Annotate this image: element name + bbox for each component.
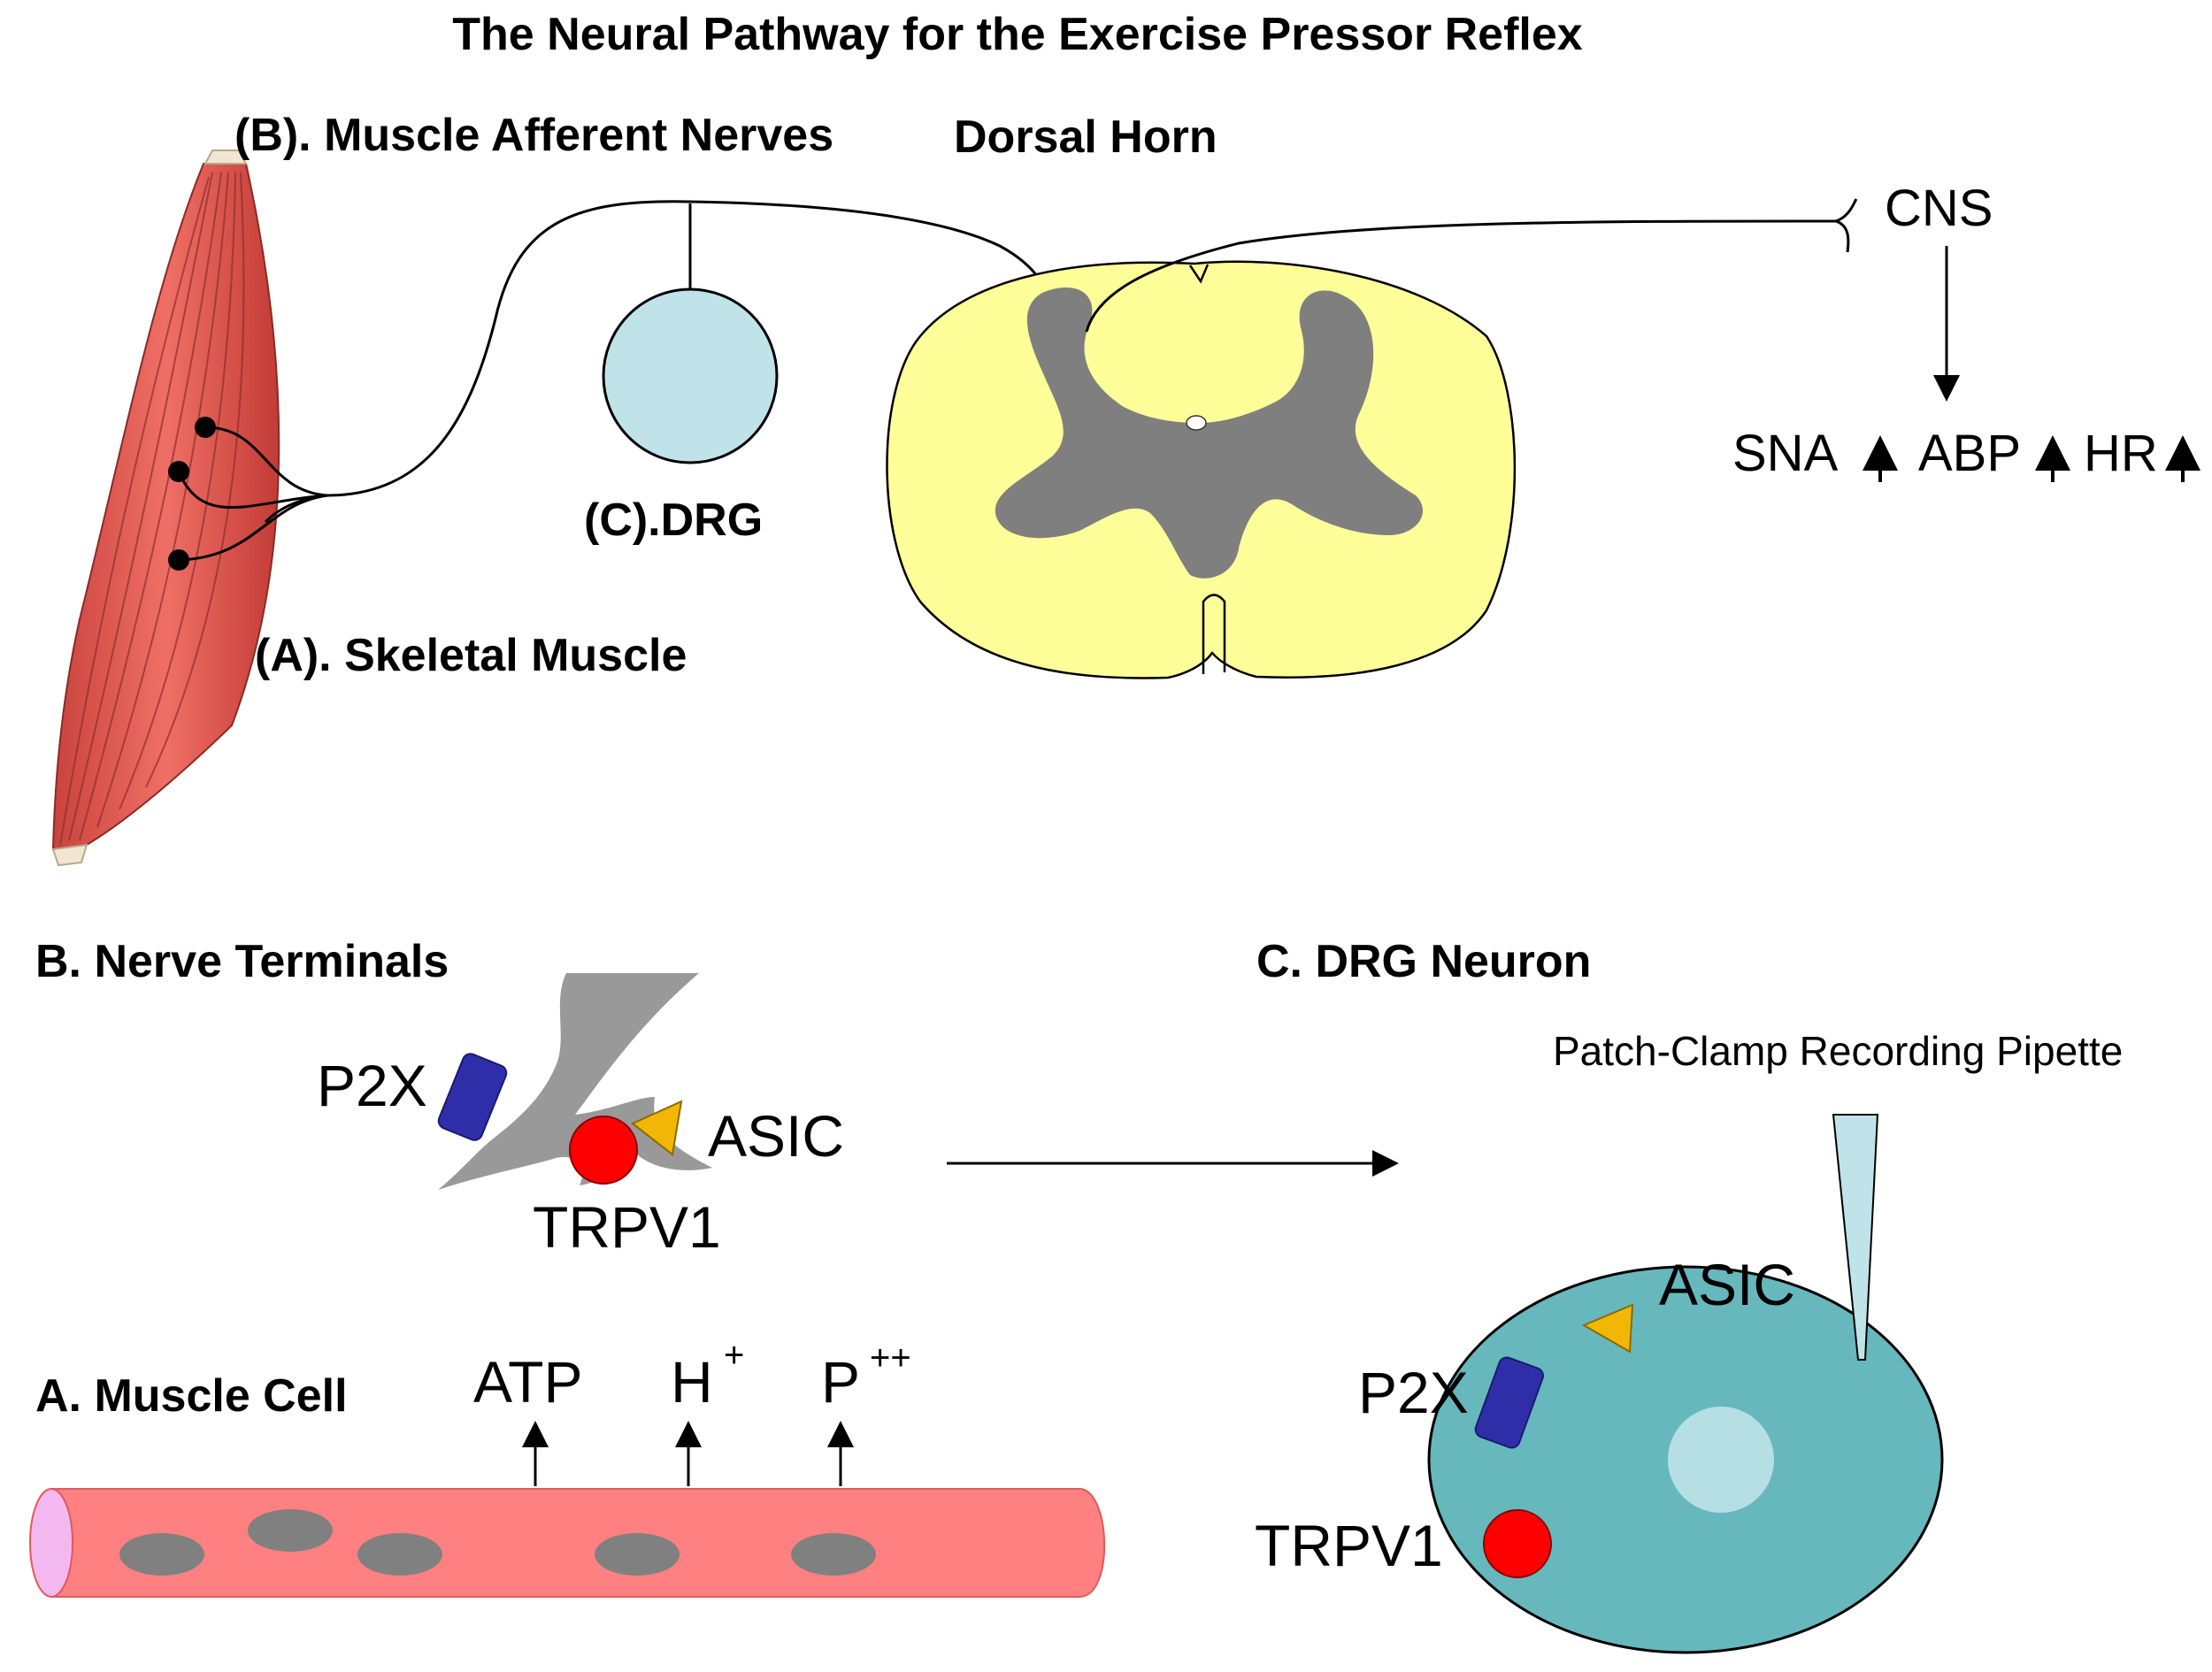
diagram-title: The Neural Pathway for the Exercise Pres…: [452, 9, 1583, 60]
phosphate-label: P: [821, 1349, 860, 1415]
trpv1-label-terminal: TRPV1: [533, 1194, 721, 1260]
p2x-receptor-neuron: [1474, 1356, 1544, 1449]
p2x-label-terminal: P2X: [317, 1053, 427, 1118]
pipette-label: Patch-Clamp Recording Pipette: [1553, 1028, 2123, 1074]
nucleus: [791, 1533, 876, 1576]
phosphate-superscript: ++: [870, 1338, 911, 1377]
muscle-cell-label: A. Muscle Cell: [35, 1370, 348, 1422]
asic-label-neuron: ASIC: [1659, 1252, 1795, 1317]
spinal-cord: [886, 260, 1517, 679]
skeletal-muscle: [51, 150, 280, 867]
cns-projection: [1085, 198, 1858, 333]
h-ion-superscript: +: [724, 1336, 744, 1375]
nucleus: [595, 1533, 680, 1576]
neuron-nucleus: [1668, 1407, 1774, 1513]
dorsal-horn-label: Dorsal Horn: [954, 111, 1217, 163]
skeletal-muscle-label: (A). Skeletal Muscle: [255, 630, 687, 681]
nerve-terminals-label: B. Nerve Terminals: [35, 936, 449, 987]
trpv1-label-neuron: TRPV1: [1255, 1513, 1443, 1578]
h-ion-label: H: [671, 1349, 713, 1415]
nerve-terminal-shape: [438, 973, 712, 1190]
drg-neuron-label: C. DRG Neuron: [1256, 936, 1591, 987]
nucleus: [357, 1533, 442, 1576]
muscle-afferent-nerves-label: (B). Muscle Afferent Nerves: [234, 110, 833, 161]
asic-label-terminal: ASIC: [708, 1103, 844, 1169]
cns-label: CNS: [1885, 180, 1993, 237]
trpv1-receptor-neuron: [1483, 1509, 1552, 1578]
muscle-cell: [29, 1488, 1106, 1598]
asic-receptor: [631, 1100, 683, 1156]
recording-pipette: [1832, 1114, 1879, 1361]
atp-label: ATP: [473, 1349, 582, 1415]
nucleus: [119, 1533, 204, 1576]
muscle-nerve-endings: [168, 417, 328, 571]
afferent-nerve-fiber: [326, 200, 1049, 497]
asic-receptor-neuron: [1581, 1303, 1634, 1354]
sna-label: SNA: [1732, 425, 1839, 482]
drg-label: (C).DRG: [584, 495, 763, 546]
drg-ganglion: [602, 288, 779, 464]
p2x-receptor: [437, 1053, 508, 1141]
hr-label: HR: [2084, 425, 2158, 482]
abp-label: ABP: [1918, 425, 2021, 482]
nucleus: [248, 1509, 333, 1552]
p2x-label-neuron: P2X: [1358, 1360, 1469, 1425]
trpv1-receptor: [569, 1116, 638, 1185]
